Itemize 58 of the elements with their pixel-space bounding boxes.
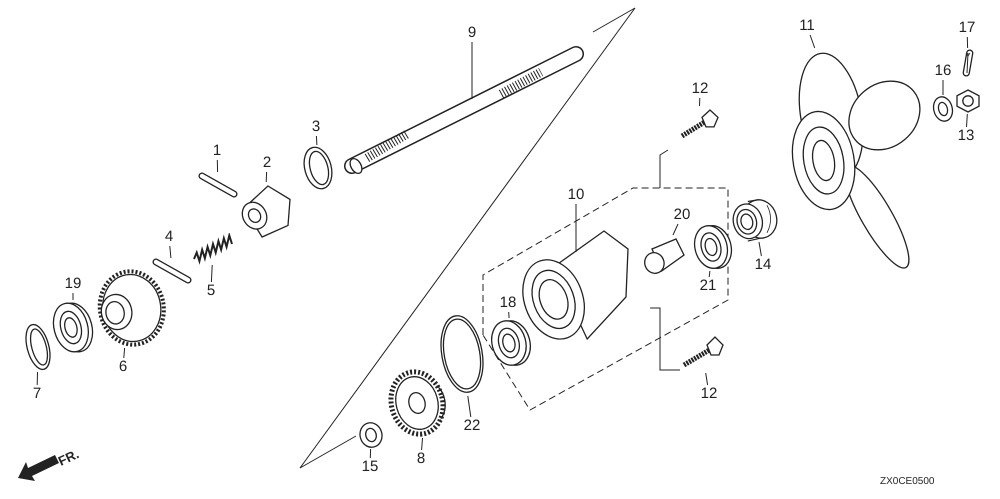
leader-line [672,224,678,236]
leader-line [421,438,423,450]
leader-line [467,396,472,418]
leader-line [370,448,372,458]
nut-drawing [955,88,981,114]
leader-line [705,372,708,386]
spacer-drawing [731,196,779,242]
bearing-drawing [52,300,94,355]
drawing-code: ZX0CE0500 [880,476,934,487]
leader-line [699,98,700,106]
leader-line [758,242,762,256]
callout-number: 11 [795,17,819,35]
washer-drawing [932,95,954,123]
callout-number: 6 [111,358,135,376]
leader-line [508,312,510,318]
callout-number: 7 [25,385,49,403]
callout-number: 1 [205,142,229,160]
leader-line [810,34,816,48]
callout-number: 16 [931,62,955,80]
leader-line [36,372,38,386]
callout-number: 19 [61,275,85,293]
pin-drawing [962,48,974,78]
callout-number: 18 [496,294,520,312]
leader-line [942,80,944,96]
bearing-drawing [693,223,733,271]
callout-number: 21 [696,277,720,295]
spring-drawing [190,233,236,265]
leader-line [210,264,213,282]
leader-line [169,246,172,258]
leader-line [966,114,968,128]
callout-number: 3 [304,118,328,136]
callout-number: 15 [358,458,382,476]
pin-drawing [152,258,192,284]
callout-number: 12 [688,80,712,98]
callout-number: 4 [157,228,181,246]
leader-line [123,348,126,358]
leader-line [966,36,968,48]
callout-number: 9 [460,24,484,42]
callout-number: 17 [955,19,979,37]
leader-line [72,292,74,300]
callout-number: 20 [670,206,694,224]
callout-number: 8 [409,450,433,468]
leader-line [266,172,268,182]
callout-number: 14 [751,256,775,274]
callout-number: 10 [564,186,588,204]
leader-line [708,270,710,278]
direction-label: FR. [56,446,82,469]
o-ring-drawing [438,312,486,396]
leader-line [216,160,218,172]
callout-number: 2 [255,154,279,172]
pin-drawing [198,172,238,198]
callout-number: 5 [199,282,223,300]
washer-drawing [358,421,384,449]
callout-number: 12 [697,385,721,403]
leader-line [316,136,318,146]
callout-number: 22 [460,417,484,435]
callout-number: 13 [954,127,978,145]
bearing-drawing [490,318,532,368]
